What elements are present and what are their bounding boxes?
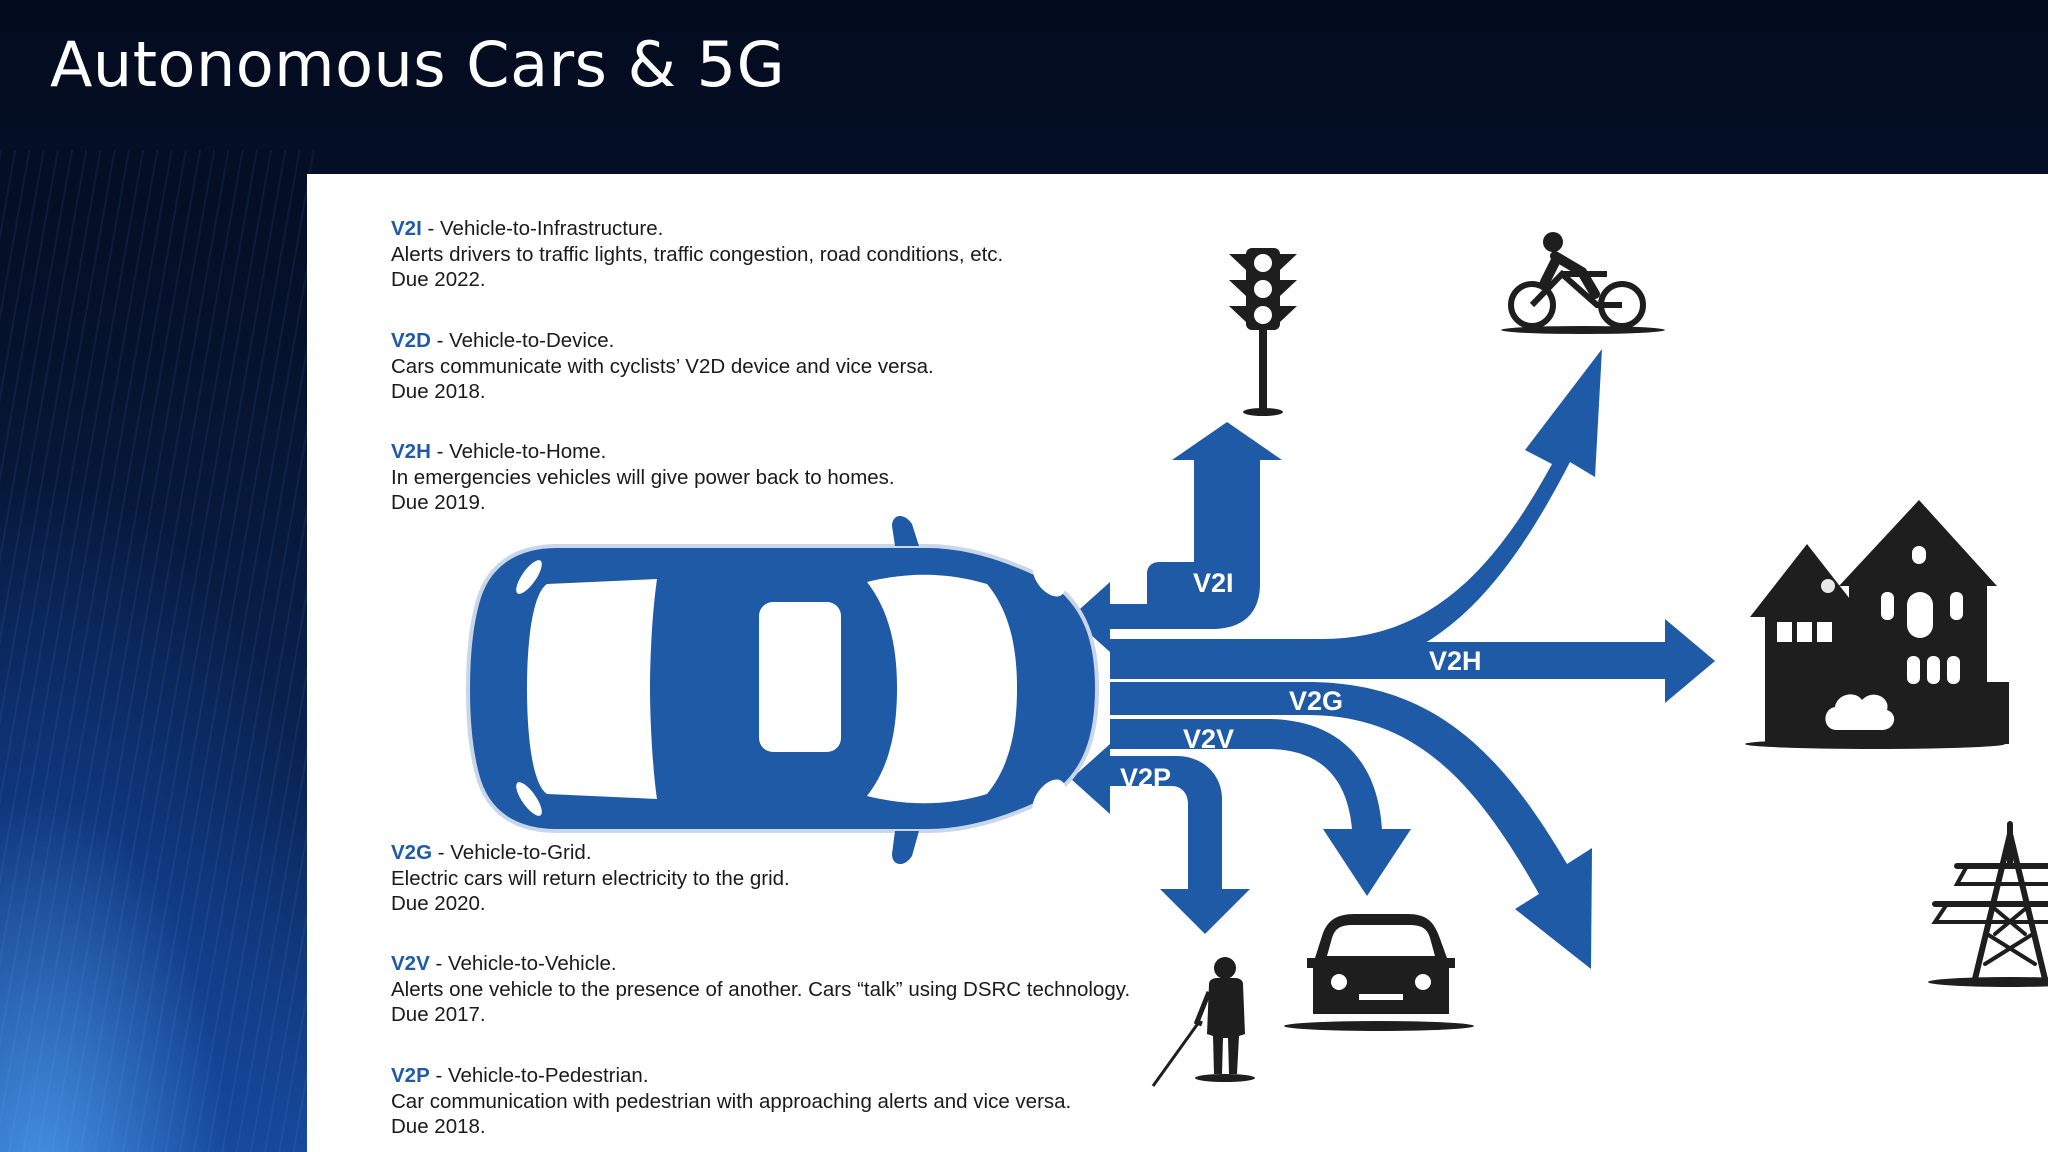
label-v2g: V2G <box>1289 686 1343 716</box>
arrowhead-to-car-bottom <box>1071 744 1110 814</box>
name-v2d: - Vehicle-to-Device. <box>430 329 615 352</box>
name-v2v: - Vehicle-to-Vehicle. <box>429 952 617 975</box>
code-v2v: V2V <box>391 952 430 975</box>
code-v2d: V2D <box>391 329 431 352</box>
code-v2g: V2G <box>391 841 433 864</box>
slide-title: Autonomous Cars & 5G <box>50 28 786 101</box>
pedestrian-icon <box>1151 957 1255 1087</box>
detail-v2i: Alerts drivers to traffic lights, traffi… <box>391 242 1004 266</box>
label-v2h: V2H <box>1429 646 1482 676</box>
arrow-v2g <box>1110 682 1592 969</box>
name-v2i: - Vehicle-to-Infrastructure. <box>421 217 664 240</box>
due-v2d: Due 2018. <box>391 380 486 403</box>
vehicle-top-view-icon <box>466 515 1100 865</box>
house-icon <box>1745 500 2009 749</box>
description-v2g: V2G - Vehicle-to-Grid. Electric cars wil… <box>391 840 1291 917</box>
detail-v2p: Car communication with pedestrian with a… <box>391 1089 1072 1113</box>
name-v2h: - Vehicle-to-Home. <box>430 440 607 463</box>
arrow-v2v <box>1110 719 1411 896</box>
detail-v2h: In emergencies vehicles will give power … <box>391 465 895 489</box>
label-v2v: V2V <box>1183 724 1234 754</box>
name-v2g: - Vehicle-to-Grid. <box>432 841 592 864</box>
arrow-v2d <box>1110 349 1602 671</box>
label-v2i: V2I <box>1193 568 1234 598</box>
detail-v2g: Electric cars will return electricity to… <box>391 866 790 890</box>
v2x-diagram: V2I V2D V2H V2G V2V V2P <box>466 232 2048 1087</box>
due-v2h: Due 2019. <box>391 491 486 514</box>
power-tower-icon <box>1928 821 2048 987</box>
description-v2i: V2I - Vehicle-to-Infrastructure. Alerts … <box>391 216 1291 293</box>
arrow-v2p <box>1110 756 1250 934</box>
code-v2h: V2H <box>391 440 431 463</box>
traffic-light-icon <box>1229 248 1297 416</box>
cyclist-icon <box>1501 232 1665 334</box>
code-v2i: V2I <box>391 217 422 240</box>
code-v2p: V2P <box>391 1064 430 1087</box>
arrowhead-to-car-top <box>1071 582 1110 652</box>
description-v2v: V2V - Vehicle-to-Vehicle. Alerts one veh… <box>391 951 1291 1028</box>
detail-v2v: Alerts one vehicle to the presence of an… <box>391 977 1131 1001</box>
diagram-panel: V2I - Vehicle-to-Infrastructure. Alerts … <box>307 174 2048 1152</box>
label-v2p: V2P <box>1120 763 1171 793</box>
car-icon <box>1284 914 1474 1031</box>
description-v2h: V2H - Vehicle-to-Home. In emergencies ve… <box>391 439 1291 516</box>
label-v2d: V2D <box>1284 607 1337 637</box>
arrow-v2h-body <box>1110 642 1665 679</box>
due-v2v: Due 2017. <box>391 1003 486 1026</box>
due-v2i: Due 2022. <box>391 268 486 291</box>
due-v2g: Due 2020. <box>391 892 486 915</box>
name-v2p: - Vehicle-to-Pedestrian. <box>429 1064 649 1087</box>
arrow-v2i <box>1110 422 1282 629</box>
due-v2p: Due 2018. <box>391 1115 486 1138</box>
description-v2p: V2P - Vehicle-to-Pedestrian. Car communi… <box>391 1063 1291 1140</box>
detail-v2d: Cars communicate with cyclists’ V2D devi… <box>391 354 934 378</box>
description-v2d: V2D - Vehicle-to-Device. Cars communicat… <box>391 328 1291 405</box>
